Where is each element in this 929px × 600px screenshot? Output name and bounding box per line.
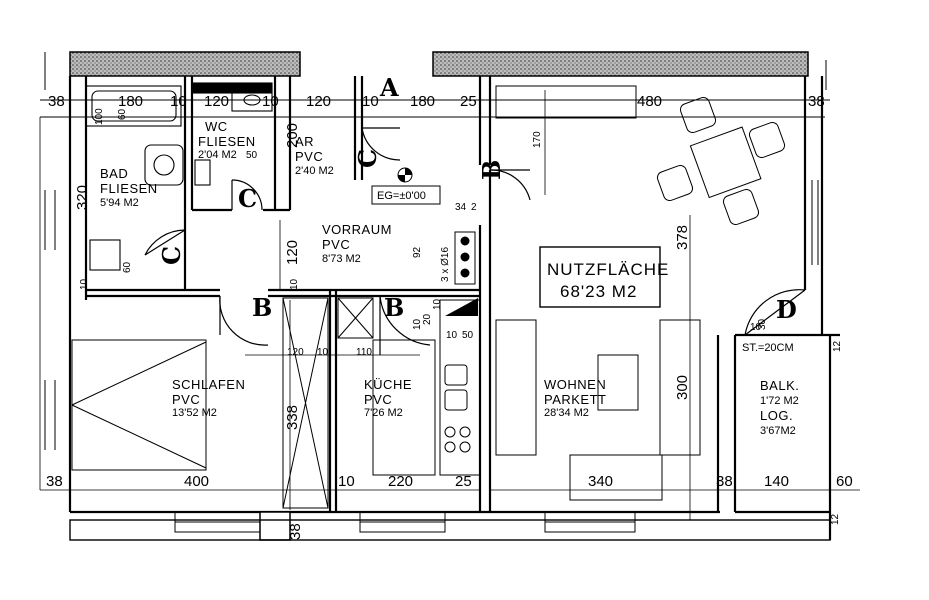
dim-v-10d: 10 [432,298,443,310]
dim-v-10c: 10 [412,318,423,330]
level-marker-text: EG=±0'00 [377,190,426,202]
room-balk-name: BALK. [760,378,799,393]
room-log-area2: 3'67M2 [760,425,796,437]
dim-top-9: 25 [460,93,477,110]
room-wc-floor: FLIESEN [198,134,256,149]
dim-v-10b: 10 [289,278,300,290]
room-vorraum-name: VORRAUM [322,222,392,237]
top-wall-left [69,51,301,77]
room-wc-area: 2'04 M2 [198,149,237,161]
dim-inner-50: 50 [462,330,474,341]
room-kueche-floor: PVC [364,392,392,407]
room-wohnen-area: 28'34 M2 [544,407,589,419]
room-kueche-name: KÜCHE [364,377,412,392]
section-label-c2: C [157,246,186,265]
section-label-c3: C [353,149,382,168]
dim-top-8: 180 [410,93,435,110]
dim-v-200: 200 [284,123,301,148]
room-schlafen-floor: PVC [172,392,200,407]
dim-inner-34: 34 [455,202,467,213]
dim-inner-10: 10 [317,347,329,358]
dim-top-5: 10 [262,93,279,110]
dim-top-1: 38 [48,93,65,110]
dim-top-6: 120 [306,93,331,110]
dim-v-12b: 12 [830,513,841,525]
dim-v-10a: 10 [79,278,90,290]
nutzflaeche-label: NUTZFLÄCHE [547,260,669,279]
dim-inner-10b: 10 [446,330,458,341]
dim-bottom-6: 340 [588,473,613,490]
room-ar-name: AR [295,134,314,149]
room-vorraum-floor: PVC [322,237,350,252]
room-vorraum-area: 8'73 M2 [322,253,361,265]
top-wall-right [432,51,809,77]
section-label-a: A [379,73,399,102]
dim-v-300: 300 [674,375,691,400]
stove-label: 3 x Ø16 [440,247,451,282]
dim-v-20: 20 [422,313,433,325]
dim-top-7: 10 [362,93,379,110]
dim-v-320: 320 [74,185,91,210]
dim-inner-100: 100 [94,108,105,125]
room-wohnen-floor: PARKETT [544,392,607,407]
room-schlafen-name: SCHLAFEN [172,377,245,392]
dim-bottom-4: 220 [388,473,413,490]
st-label: ST.=20CM [742,342,794,354]
dim-inner-10c: 10 [750,322,762,333]
dim-top-3: 10 [170,93,187,110]
dim-bottom-1: 38 [46,473,63,490]
room-bad-area: 5'94 M2 [100,197,139,209]
room-ar-area: 2'40 M2 [295,165,334,177]
nutzflaeche-value: 68'23 M2 [560,282,637,301]
room-bad-floor: FLIESEN [100,181,158,196]
dim-inner-120: 120 [287,347,304,358]
section-label-c1: C [238,184,257,213]
room-wohnen-name: WOHNEN [544,377,606,392]
dim-v-30: 30 [757,318,768,330]
dim-v-12a: 12 [832,340,843,352]
dim-v-38: 38 [287,523,304,540]
dim-inner-2: 2 [471,202,477,213]
dim-inner-50b: 50 [246,150,258,161]
room-balk-area1: 1'72 M2 [760,395,799,407]
dim-bottom-7: 38 [716,473,733,490]
dim-v-120: 120 [284,240,301,265]
dim-top-2: 180 [118,93,143,110]
dim-bottom-9: 60 [836,473,853,490]
section-label-b3: B [477,160,506,180]
level-marker: EG=±0'00 [371,167,441,205]
dim-v-170: 170 [532,131,543,148]
dim-v-338: 338 [284,405,301,430]
nutzflaeche-box: NUTZFLÄCHE 68'23 M2 [539,246,669,308]
dim-bottom-3: 10 [338,473,355,490]
dim-top-11: 38 [808,93,825,110]
dim-bottom-5: 25 [455,473,472,490]
dim-bottom-8: 140 [764,473,789,490]
dim-v-92: 92 [412,246,423,258]
room-bad-name: BAD [100,166,128,181]
dim-bottom-2: 400 [184,473,209,490]
room-kueche-area: 7'26 M2 [364,407,403,419]
room-schlafen-area: 13'52 M2 [172,407,217,419]
dim-inner-60: 60 [117,108,128,120]
dim-inner-110: 110 [356,347,372,358]
dim-top-10: 480 [637,93,662,110]
dim-v-378: 378 [674,225,691,250]
dim-top-4: 120 [204,93,229,110]
section-label-b1: B [252,293,272,322]
section-label-b2: B [384,293,404,322]
room-ar-floor: PVC [295,149,323,164]
room-wc-name: WC [205,119,228,134]
section-label-d: D [776,295,797,324]
room-log-name: LOG. [760,408,793,423]
dim-v-60: 60 [122,261,133,273]
